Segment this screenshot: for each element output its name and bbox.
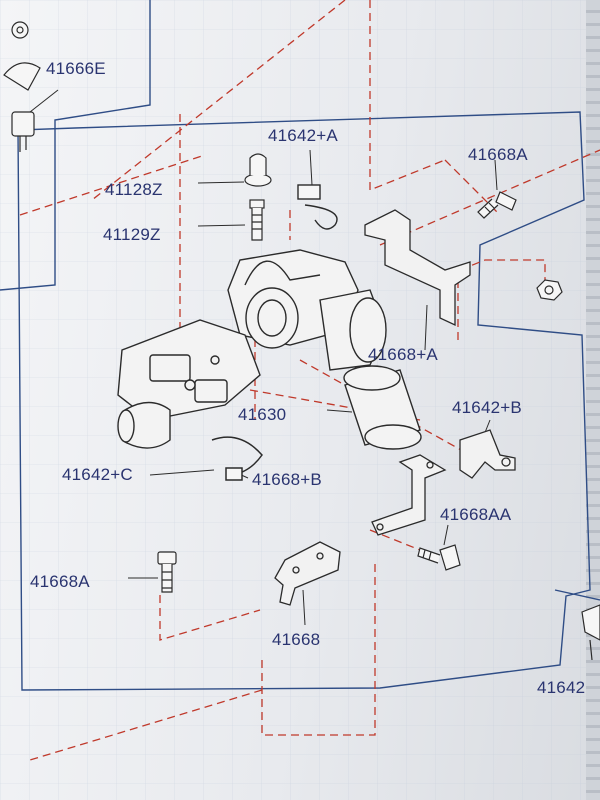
callout-41128Z: 41128Z xyxy=(105,180,163,199)
accumulator-icon xyxy=(343,365,422,450)
callout-41642-b: 41642+B xyxy=(452,398,522,417)
clamp-a-icon xyxy=(297,184,338,230)
flange-bolt-icon xyxy=(417,544,461,571)
clamp-b-icon xyxy=(459,429,516,479)
right-frame xyxy=(554,589,600,601)
dash-line-1 xyxy=(19,154,206,216)
bracket-arm-icon xyxy=(3,62,41,91)
hydraulic-unit-icon xyxy=(117,249,387,449)
bracket-a-icon xyxy=(364,209,471,327)
page-edge-stripe xyxy=(586,0,600,800)
dash-line-6 xyxy=(459,259,546,290)
callout-41666E: 41666E xyxy=(46,59,106,78)
dash-line-5 xyxy=(379,149,600,246)
dash-line-15 xyxy=(29,689,263,761)
callout-41668-b: 41668+B xyxy=(252,470,322,489)
callout-41642-c: 41642+C xyxy=(62,465,133,484)
bracket-b-icon xyxy=(371,454,447,536)
callout-41668-a: 41668+A xyxy=(368,345,438,364)
top-left-frame xyxy=(0,0,151,291)
bolt-bottom-icon xyxy=(157,551,177,593)
callout-41642-a: 41642+A xyxy=(268,126,338,145)
main-frame xyxy=(17,111,591,691)
bolt-top-icon xyxy=(477,191,517,219)
grid-background xyxy=(0,0,586,800)
callout-41642-edge: 41642 xyxy=(537,678,586,697)
dash-line-4 xyxy=(91,0,346,201)
callout-41668A-bottom: 41668A xyxy=(30,572,90,591)
clip-c-icon xyxy=(211,436,263,481)
bracket-bottom-icon xyxy=(274,541,341,606)
callout-41129Z: 41129Z xyxy=(103,225,161,244)
hose-fitting-icon xyxy=(249,153,267,175)
washer-icon xyxy=(244,173,272,187)
callout-41668A-top: 41668A xyxy=(468,145,528,164)
fitting-parts xyxy=(244,153,272,241)
edge-clip-icon xyxy=(581,604,600,661)
flange-nut-icon xyxy=(536,279,563,301)
dash-line-14 xyxy=(261,560,376,736)
dash-line-2 xyxy=(369,0,446,191)
dash-line-13 xyxy=(159,595,261,641)
callout-41668: 41668 xyxy=(272,630,321,649)
callout-41668AA: 41668AA xyxy=(440,505,512,524)
callout-41630: 41630 xyxy=(238,405,287,424)
upper-left-parts xyxy=(3,21,41,152)
union-bolt-icon xyxy=(251,208,263,241)
section-frames xyxy=(0,0,600,691)
sensor-block-icon xyxy=(11,111,35,137)
